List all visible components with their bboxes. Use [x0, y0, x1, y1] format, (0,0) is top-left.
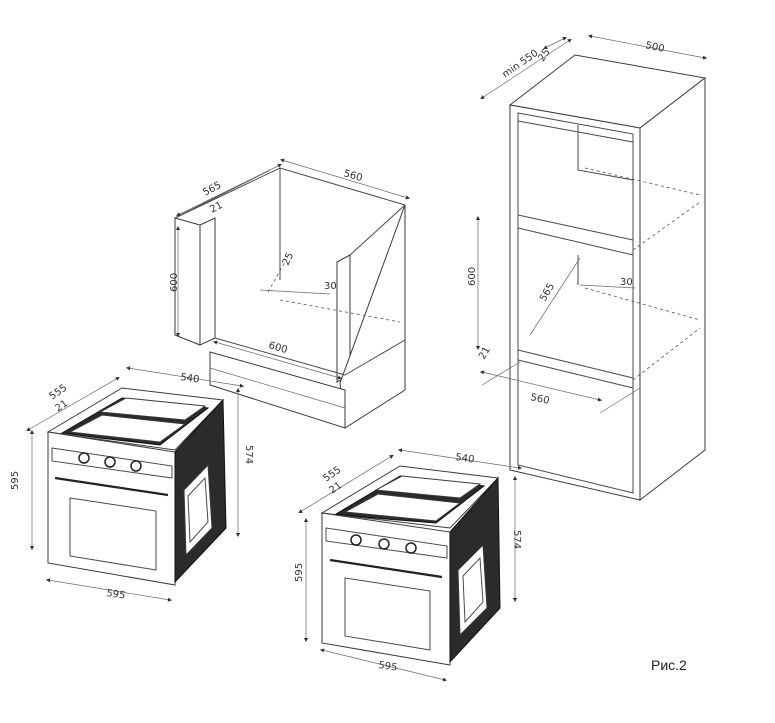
oven-right: 540 555 21 595 574 595: [294, 448, 523, 682]
cabinet-height-label: 600: [169, 273, 180, 292]
oven-right-width-top-label: 540: [455, 452, 475, 466]
tall-gap-label: 30: [620, 277, 633, 288]
tall-width-bottom-label: 560: [529, 392, 550, 407]
tall-width-top-label: 500: [644, 40, 665, 55]
tall-panel-label: 25: [536, 47, 552, 64]
cabinet-depth-label: 565: [201, 180, 223, 199]
oven-right-depth-a-label: 555: [321, 464, 343, 484]
oven-left-width-top-label: 540: [180, 372, 200, 386]
tall-height-label: 600: [467, 267, 478, 286]
cabinet-width-top-label: 560: [342, 168, 363, 184]
under-counter-cabinet: 565 21 560 600 25 30 600: [169, 158, 411, 429]
oven-right-width-bottom-label: 595: [378, 660, 398, 674]
oven-left-width-bottom-label: 595: [106, 588, 126, 602]
cabinet-panel-label: 21: [208, 200, 224, 216]
oven-left-height-front-label: 595: [10, 471, 21, 490]
cabinet-rail-label: 25: [281, 251, 296, 267]
oven-left-height-side-label: 574: [243, 445, 254, 464]
oven-left-depth-a-label: 555: [47, 382, 69, 402]
cabinet-gap-label: 30: [324, 281, 337, 292]
cabinet-width-bottom-label: 600: [267, 340, 288, 356]
figure-label: Рис.2: [651, 657, 687, 673]
oven-left: 540 555 21 595 574 595: [10, 366, 254, 602]
tall-cabinet: min 550 25 500 600 565 30 21 560: [467, 34, 708, 502]
oven-right-height-side-label: 574: [511, 530, 522, 549]
tall-panel-bottom-label: 21: [477, 345, 493, 362]
oven-right-height-front-label: 595: [294, 563, 305, 582]
tall-depth-label: min 550: [500, 48, 540, 81]
